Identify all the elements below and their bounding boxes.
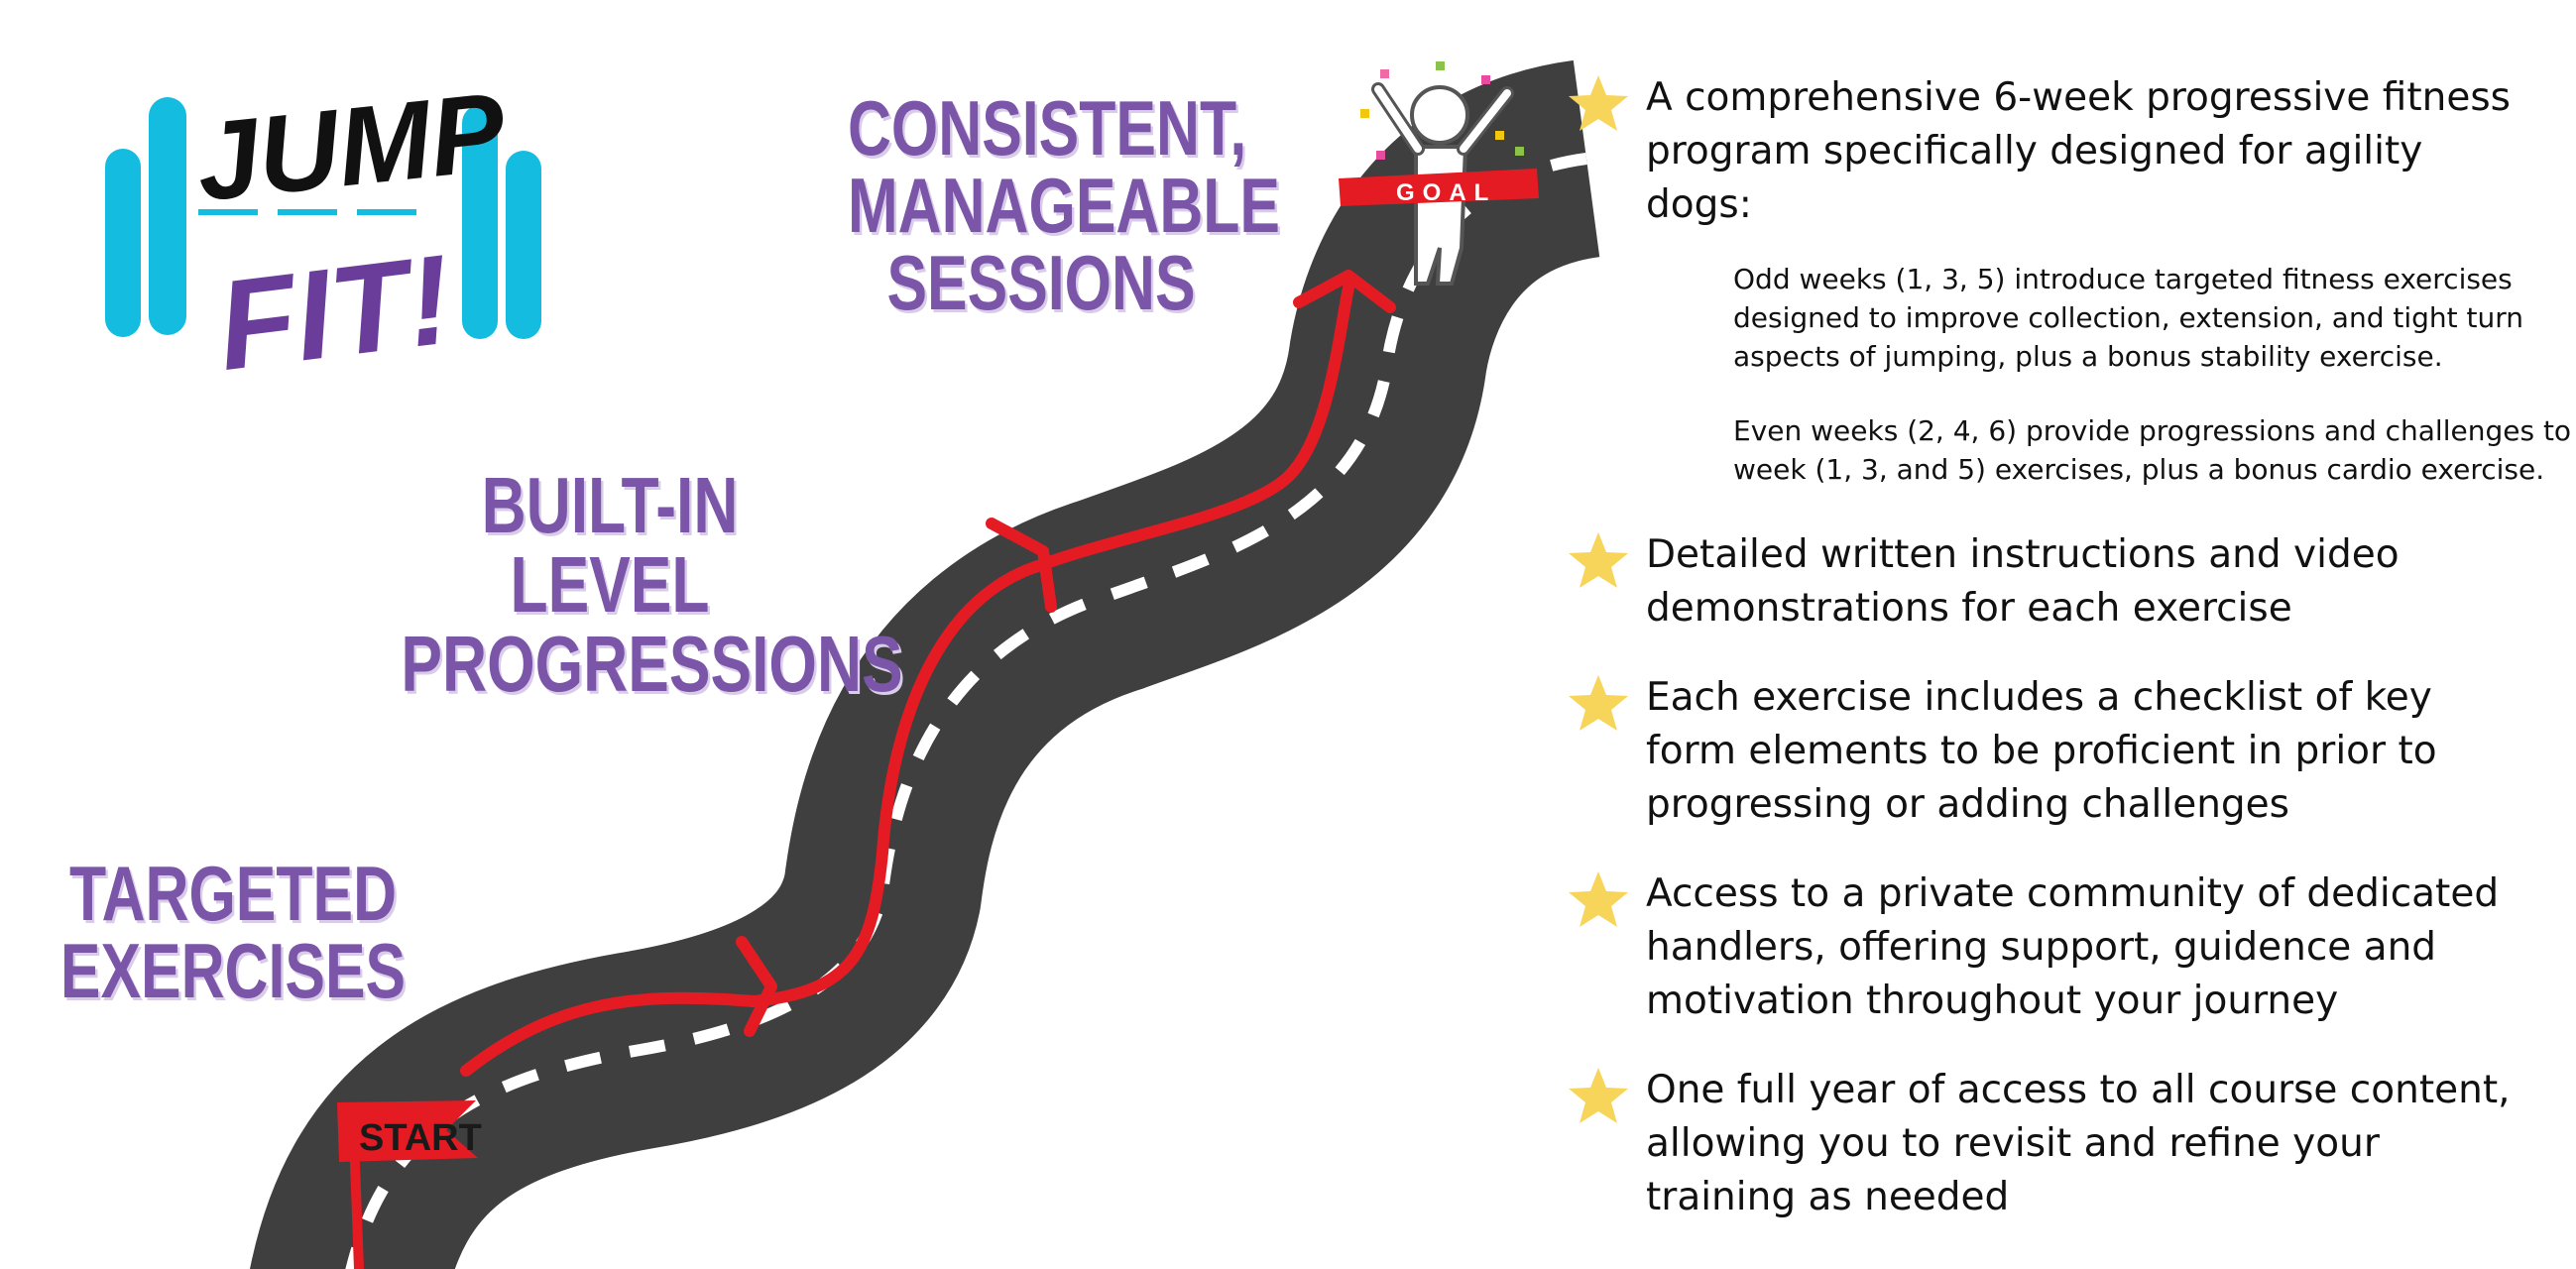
star-icon <box>1569 532 1628 588</box>
goal-label: GOAL <box>1396 179 1496 206</box>
star-icon <box>1569 871 1628 927</box>
goal-runner-icon: GOAL <box>1339 61 1539 286</box>
feature-item: Each exercise includes a checklist of ke… <box>1567 671 2518 832</box>
feature-text: A comprehensive 6-week progressive fitne… <box>1646 75 2511 227</box>
feature-text: Access to a private community of dedicat… <box>1646 871 2500 1023</box>
road-center-dashes <box>345 153 1587 1269</box>
feature-subtext: Odd weeks (1, 3, 5) introduce targeted f… <box>1733 263 2524 373</box>
road-illustration: JUMP FIT! START GOAL <box>105 59 1603 1269</box>
headline-built-in-level-progressions: BUILT-IN LEVEL PROGRESSIONS <box>401 461 903 708</box>
feature-list: A comprehensive 6-week progressive fitne… <box>1567 71 2571 1260</box>
headline-targeted-exercises: TARGETED EXERCISES <box>59 850 407 1014</box>
logo-fit: FIT! <box>210 228 458 398</box>
feature-item: Detailed written instructions and video … <box>1567 528 2518 635</box>
route-arrow-3 <box>1293 270 1396 313</box>
jump-fit-logo: JUMP FIT! <box>105 69 541 398</box>
route-arrow-2 <box>986 518 1057 613</box>
headline-consistent-sessions: CONSISTENT, MANAGEABLE SESSIONS <box>848 84 1281 326</box>
star-icon <box>1569 1068 1628 1123</box>
feature-text: One full year of access to all course co… <box>1646 1068 2511 1219</box>
start-flag-icon: START <box>337 1100 482 1269</box>
feature-item: Access to a private community of dedicat… <box>1567 867 2518 1028</box>
red-route <box>460 282 1354 1077</box>
route-arrow-1 <box>736 936 777 1037</box>
start-label: START <box>359 1117 482 1159</box>
feature-text: Each exercise includes a checklist of ke… <box>1646 675 2437 827</box>
feature-item: One full year of access to all course co… <box>1567 1064 2518 1224</box>
star-icon <box>1569 675 1628 731</box>
star-icon <box>1569 75 1628 131</box>
feature-item: A comprehensive 6-week progressive fitne… <box>1567 71 2571 489</box>
feature-text: Detailed written instructions and video … <box>1646 532 2400 631</box>
feature-subtext: Even weeks (2, 4, 6) provide progression… <box>1733 414 2572 486</box>
